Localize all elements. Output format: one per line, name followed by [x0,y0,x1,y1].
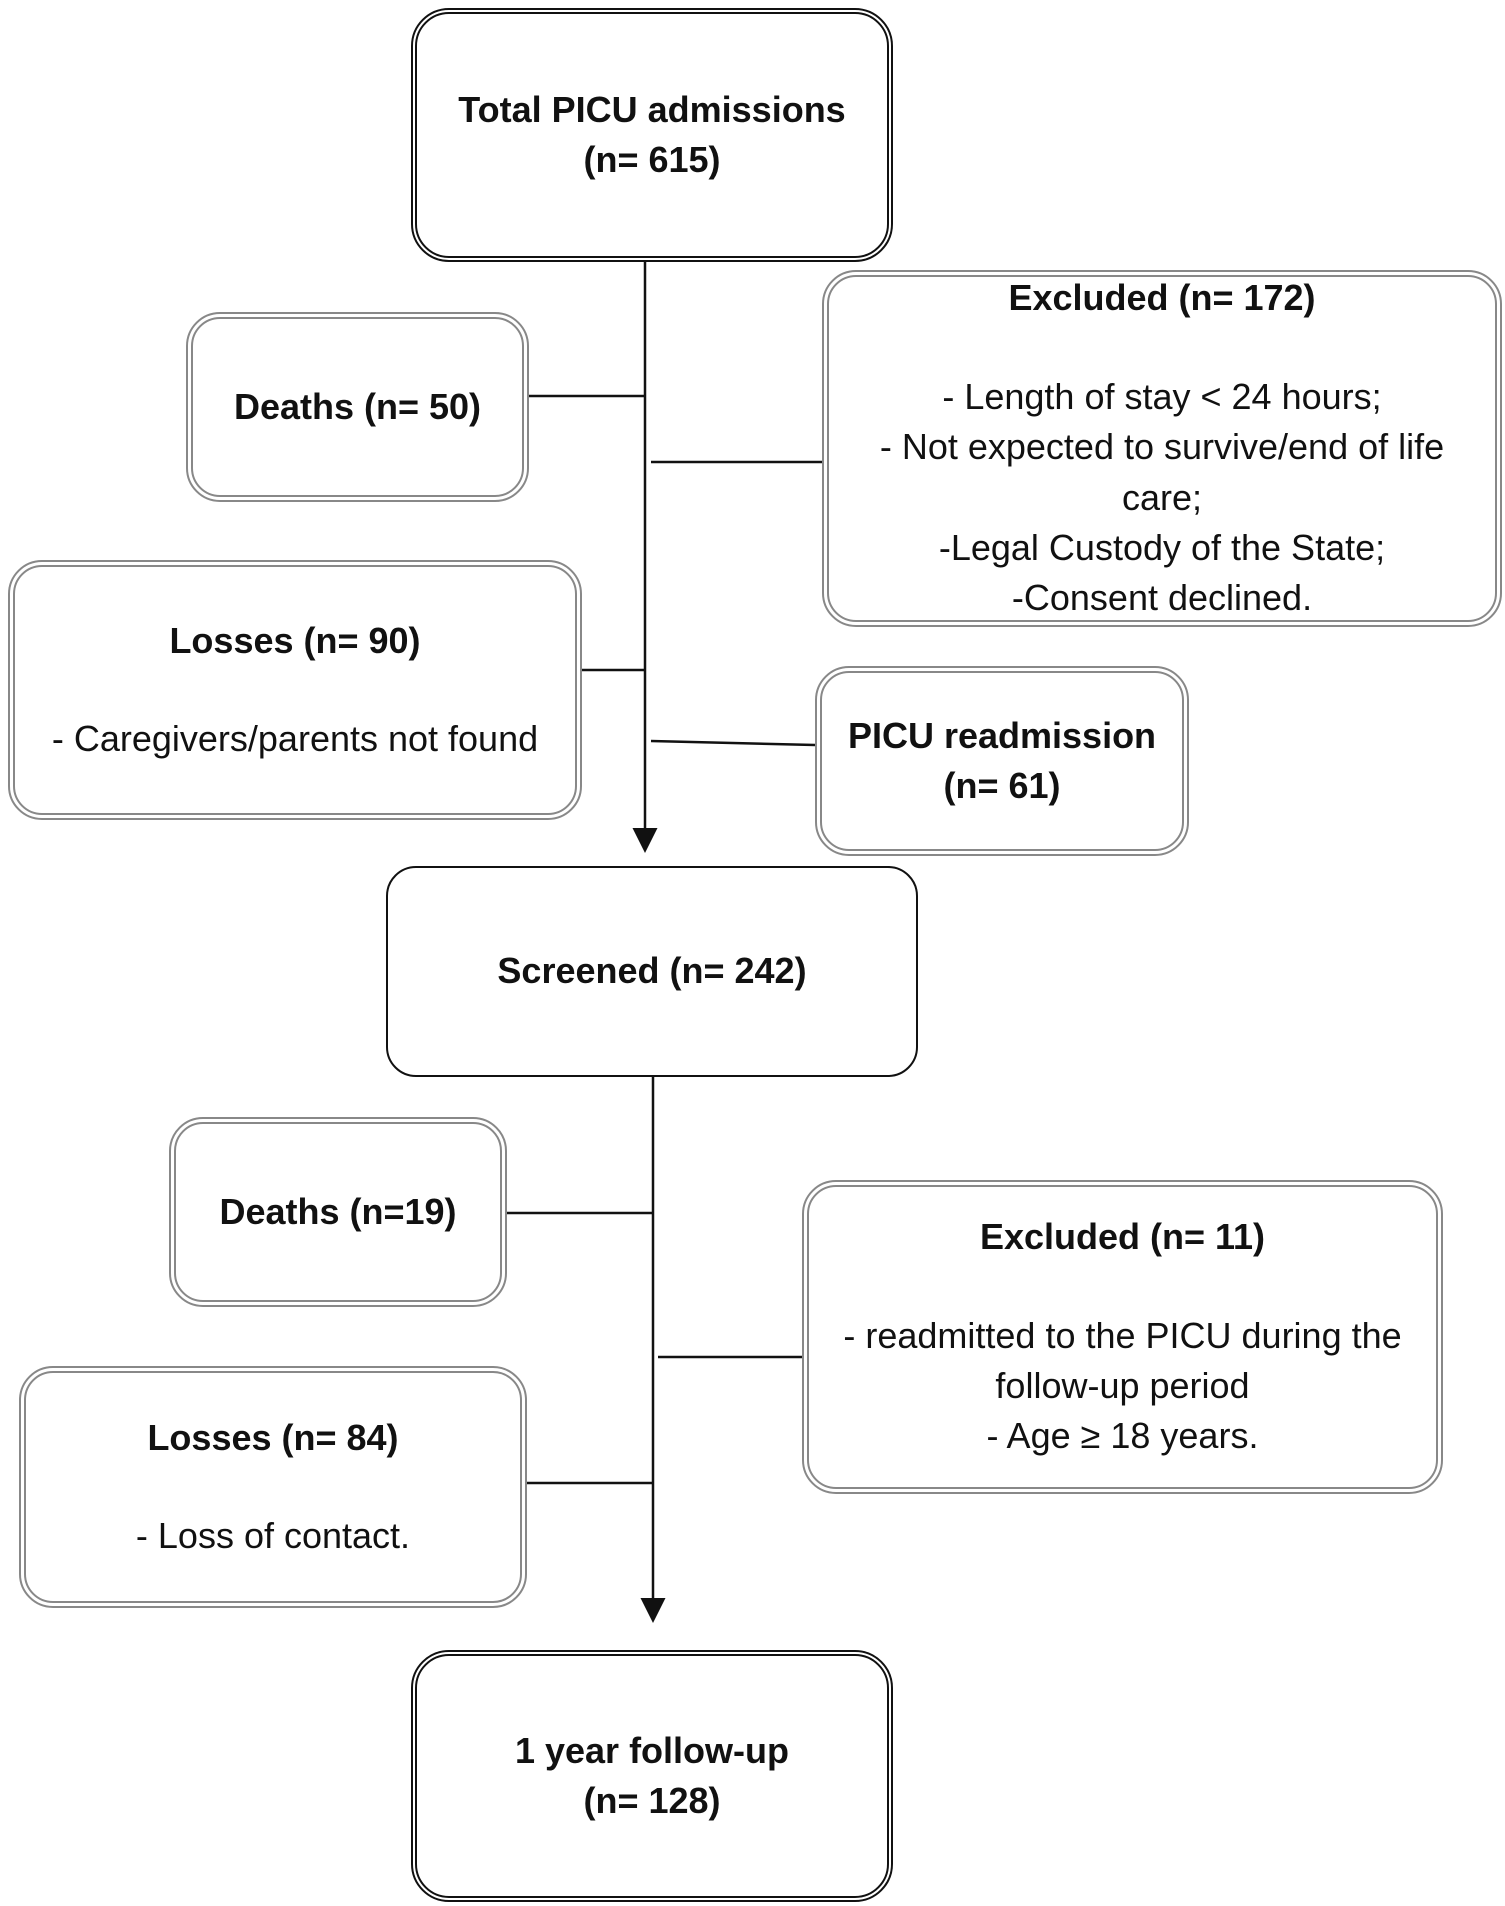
excluded-2-item: - Age ≥ 18 years. [986,1415,1259,1457]
screened-title: Screened (n= 242) [497,950,807,992]
followup-title: 1 year follow-up [514,1729,790,1771]
losses-box-2: Losses (n= 84) - Loss of contact. [19,1366,527,1608]
excluded-box-1: Excluded (n= 172) - Length of stay < 24 … [822,270,1502,627]
excluded-1-item: -Legal Custody of the State; [938,526,1386,568]
excluded-1-item: - Not expected to survive/end of life [879,426,1445,468]
total-admissions-box: Total PICU admissions (n= 615) [411,8,893,262]
readmission-box: PICU readmission (n= 61) [815,666,1189,856]
screened-box: Screened (n= 242) [386,866,918,1077]
losses-1-reasons: - Caregivers/parents not found [52,714,538,764]
excluded-1-item: - Length of stay < 24 hours; [942,375,1382,417]
excluded-2-item: follow-up period [995,1365,1250,1406]
deaths-1-title: Deaths (n= 50) [233,385,482,427]
branch-readmission [650,739,816,747]
excluded-1-item: -Consent declined. [1011,577,1313,619]
total-admissions-title: Total PICU admissions [458,88,846,130]
excluded-2-item: - readmitted to the PICU during the [843,1314,1402,1356]
losses-1-title: Losses (n= 90) [169,619,421,661]
losses-box-1: Losses (n= 90) - Caregivers/parents not … [8,560,582,820]
deaths-2-title: Deaths (n=19) [219,1190,457,1232]
followup-count: (n= 128) [583,1780,721,1821]
excluded-1-criteria: - Length of stay < 24 hours; - Not expec… [880,372,1444,624]
excluded-2-criteria: - readmitted to the PICU during the foll… [843,1311,1401,1462]
losses-2-reasons: - Loss of contact. [136,1511,410,1561]
excluded-1-item: care; [1121,476,1203,518]
followup-box: 1 year follow-up (n= 128) [411,1650,893,1902]
readmission-title: PICU readmission [847,714,1157,756]
deaths-box-2: Deaths (n=19) [169,1117,507,1307]
deaths-box-1: Deaths (n= 50) [186,312,529,502]
losses-1-item: - Caregivers/parents not found [51,718,539,759]
losses-2-item: - Loss of contact. [135,1515,411,1556]
readmission-count: (n= 61) [943,765,1061,806]
excluded-2-title: Excluded (n= 11) [979,1216,1266,1258]
total-admissions-count: (n= 615) [583,139,721,180]
excluded-1-title: Excluded (n= 172) [1008,277,1316,319]
losses-2-title: Losses (n= 84) [147,1416,399,1458]
excluded-box-2: Excluded (n= 11) - readmitted to the PIC… [802,1180,1443,1494]
